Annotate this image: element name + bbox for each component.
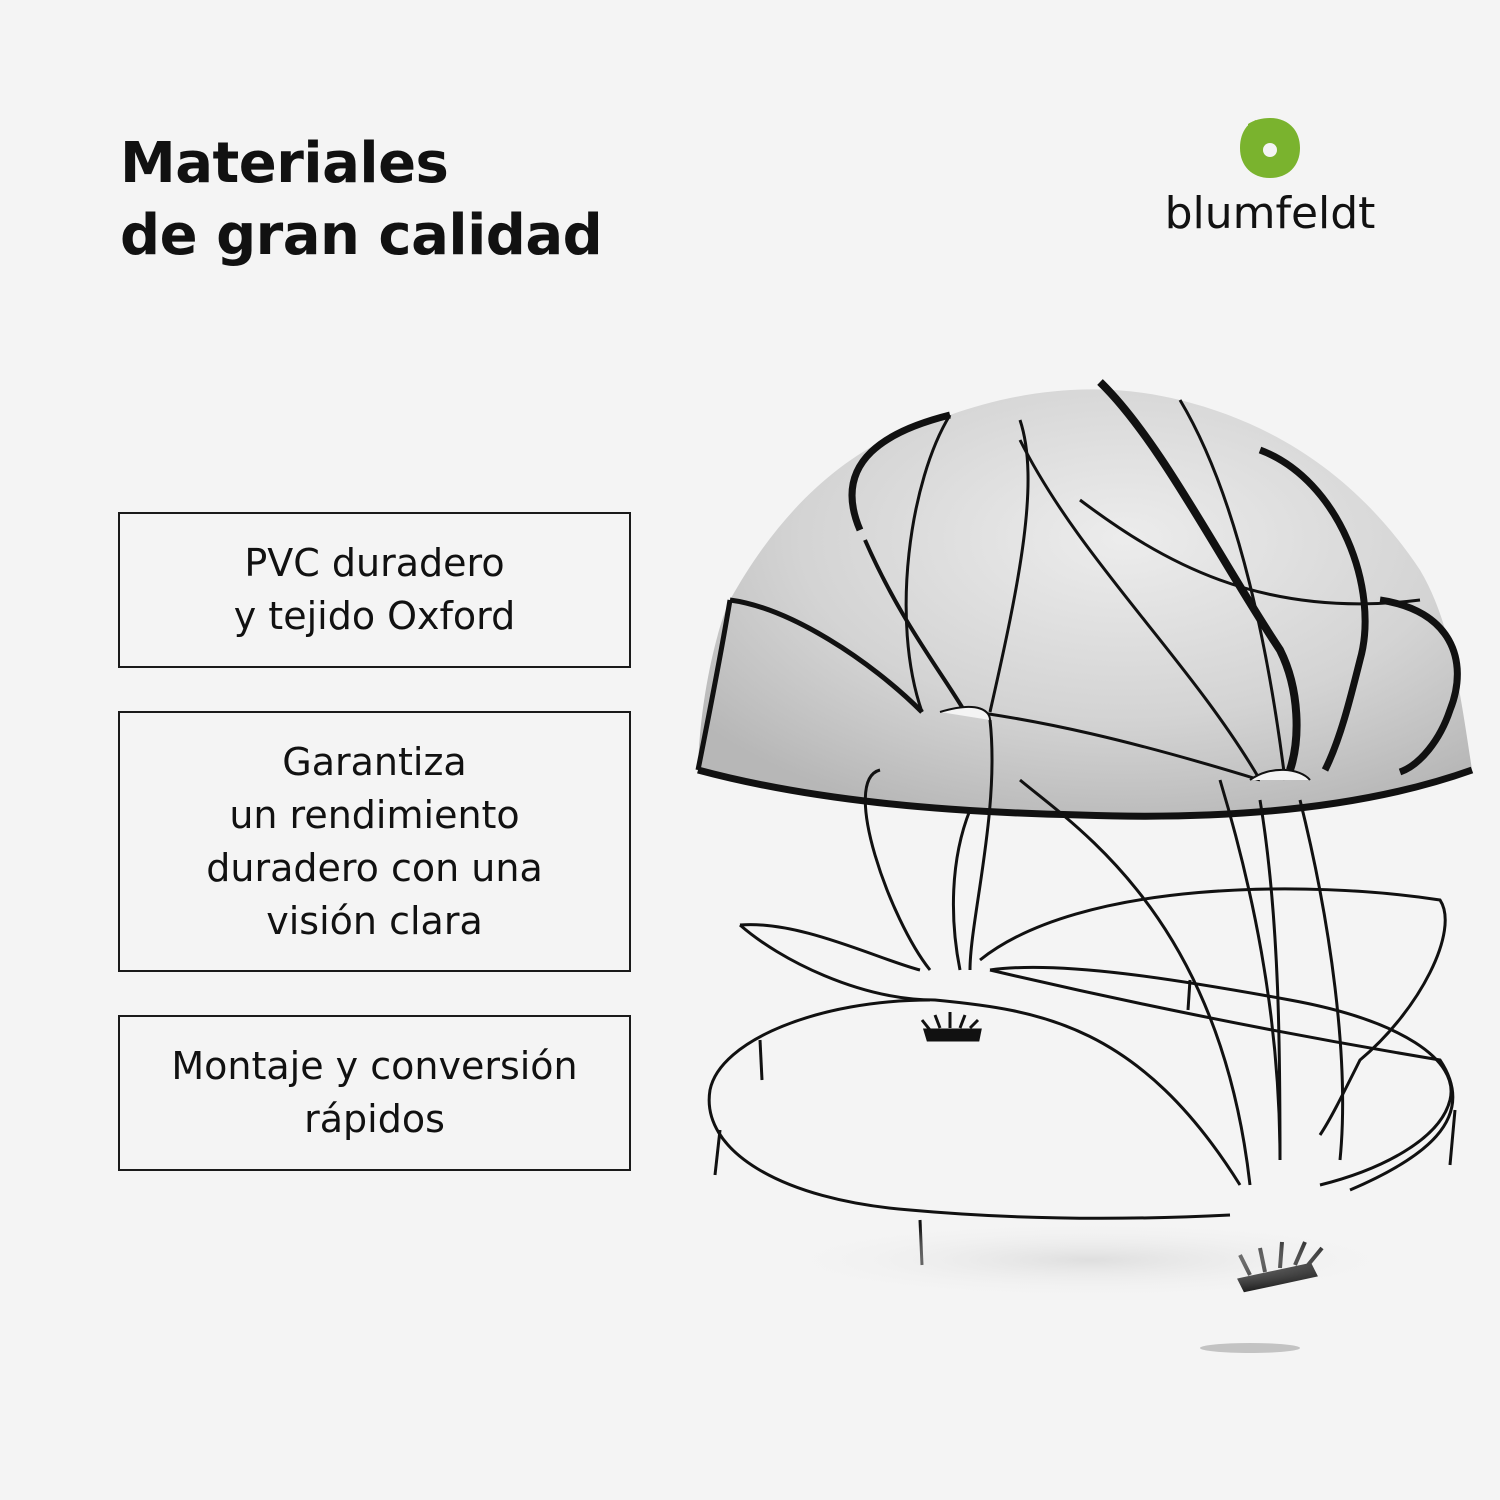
pool-dome-illustration [695,379,1474,1353]
ground-shade [760,1220,1420,1300]
brand-logo: blumfeldt [1150,112,1390,242]
headline: Materiales de gran calidad [120,128,603,272]
feature-text: Garantiza un rendimiento duradero con un… [206,739,543,943]
brand-name: blumfeldt [1164,188,1376,239]
brand-leaf-icon [1240,118,1300,178]
feature-box-materials: PVC duradero y tejido Oxford [118,512,631,668]
feature-box-assembly: Montaje y conversión rápidos [118,1015,631,1171]
dome-cover [695,379,1474,820]
headline-line-1: Materiales [120,131,449,196]
feature-box-performance: Garantiza un rendimiento duradero con un… [118,711,631,972]
headline-line-2: de gran calidad [120,203,603,268]
ground-shadow [1200,1343,1300,1353]
feature-text: PVC duradero y tejido Oxford [233,541,516,638]
dome-frame [707,719,1457,1266]
frame-connector [920,1012,982,1042]
feature-text: Montaje y conversión rápidos [171,1044,578,1141]
